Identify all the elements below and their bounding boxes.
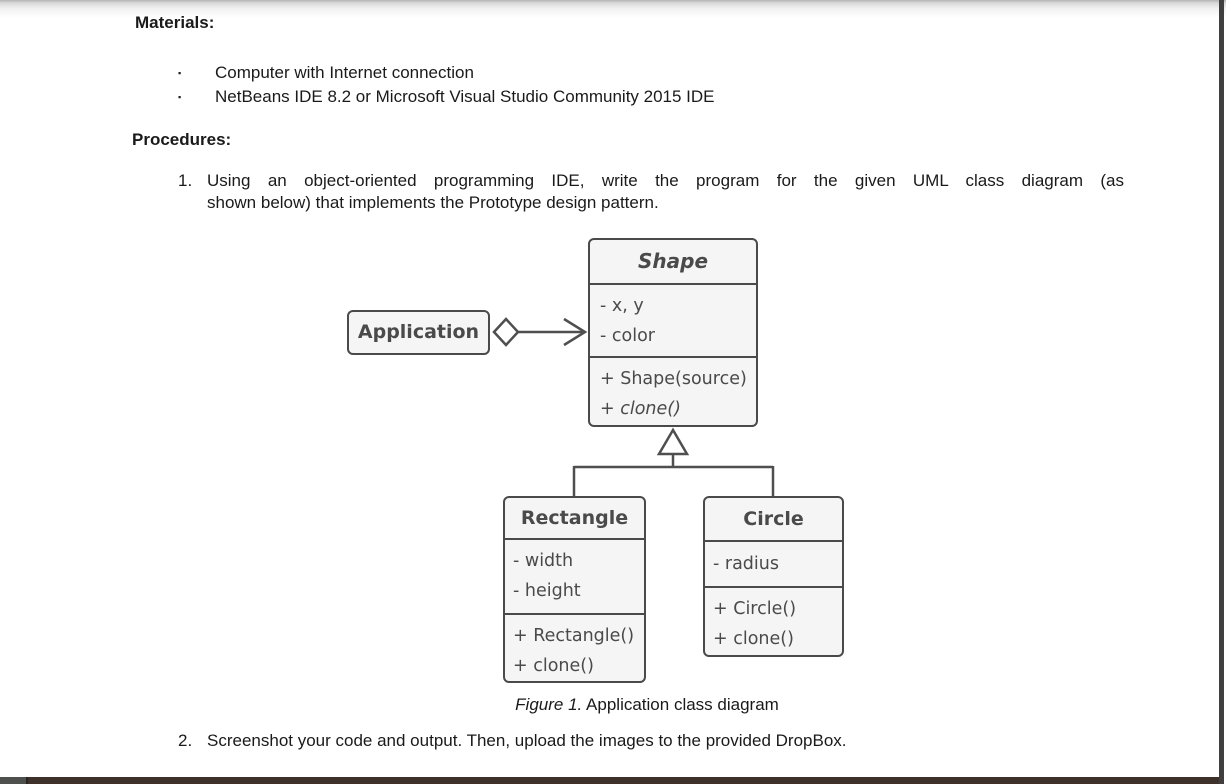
procedure-step-1: 1. Using an object-oriented programming … — [178, 170, 1124, 214]
class-attributes: - x, y - color — [590, 283, 756, 356]
class-attributes: - radius — [705, 540, 842, 586]
procedures-heading: Procedures: — [132, 130, 232, 149]
materials-item-text: NetBeans IDE 8.2 or Microsoft Visual Stu… — [215, 87, 715, 106]
step-number: 1. — [178, 171, 193, 190]
taskbar-left-segment — [0, 777, 28, 784]
figure-caption: Figure 1. Application class diagram — [412, 695, 882, 715]
step-text-line: shown below) that implements the Prototy… — [207, 193, 659, 212]
class-title: Shape — [637, 249, 709, 273]
uml-class-diagram: Application Shape - x, y - color + Shape… — [347, 238, 847, 683]
attribute: - height — [513, 581, 581, 601]
window-right-edge-bar — [1219, 0, 1224, 784]
attribute: - radius — [713, 554, 779, 574]
class-attributes: - width - height — [505, 538, 644, 613]
attribute: - x, y — [600, 296, 644, 316]
figure-caption-label: Figure 1. — [515, 695, 583, 714]
list-item: ▪ NetBeans IDE 8.2 or Microsoft Visual S… — [178, 85, 715, 109]
taskbar-edge-strip — [0, 777, 1219, 784]
method: + clone() — [513, 656, 594, 676]
method: + Shape(source) — [600, 369, 747, 389]
aggregation-diamond-icon — [492, 317, 520, 347]
bullet-marker: ▪ — [178, 92, 182, 102]
method: + Rectangle() — [513, 626, 635, 646]
step-text: Using an object-oriented programming IDE… — [207, 170, 1124, 214]
attribute: - width — [513, 551, 574, 571]
class-box-shape: Shape - x, y - color + Shape(source) + c… — [588, 238, 758, 427]
page-top-shadow — [0, 0, 1226, 18]
class-box-application: Application — [347, 310, 490, 355]
class-title: Circle — [743, 508, 804, 530]
figure-caption-text: Application class diagram — [582, 695, 779, 714]
materials-item-text: Computer with Internet connection — [215, 63, 474, 82]
method: + clone() — [713, 629, 794, 649]
bullet-marker: ▪ — [178, 68, 182, 78]
class-methods: + Circle() + clone() — [705, 586, 842, 654]
step-text: Screenshot your code and output. Then, u… — [207, 731, 847, 750]
materials-list: ▪ Computer with Internet connection ▪ Ne… — [178, 61, 715, 109]
class-title: Application — [357, 321, 480, 343]
procedure-step-2: 2. Screenshot your code and output. Then… — [178, 730, 847, 752]
class-title: Rectangle — [520, 507, 629, 529]
class-methods: + Rectangle() + clone() — [505, 613, 644, 681]
step-text-line: Using an object-oriented programming IDE… — [207, 171, 1124, 190]
list-item: ▪ Computer with Internet connection — [178, 61, 715, 85]
attribute: - color — [600, 326, 655, 346]
open-arrowhead-icon — [563, 317, 588, 347]
inheritance-triangle-icon — [656, 427, 690, 456]
diagram-connectors — [492, 317, 775, 496]
class-box-rectangle: Rectangle - width - height + Rectangle()… — [503, 496, 646, 683]
step-number: 2. — [178, 731, 193, 750]
method: + clone() — [600, 399, 681, 419]
class-methods: + Shape(source) + clone() — [590, 356, 756, 424]
class-box-circle: Circle - radius + Circle() + clone() — [703, 496, 844, 657]
method: + Circle() — [713, 599, 797, 619]
materials-heading: Materials: — [135, 13, 215, 32]
